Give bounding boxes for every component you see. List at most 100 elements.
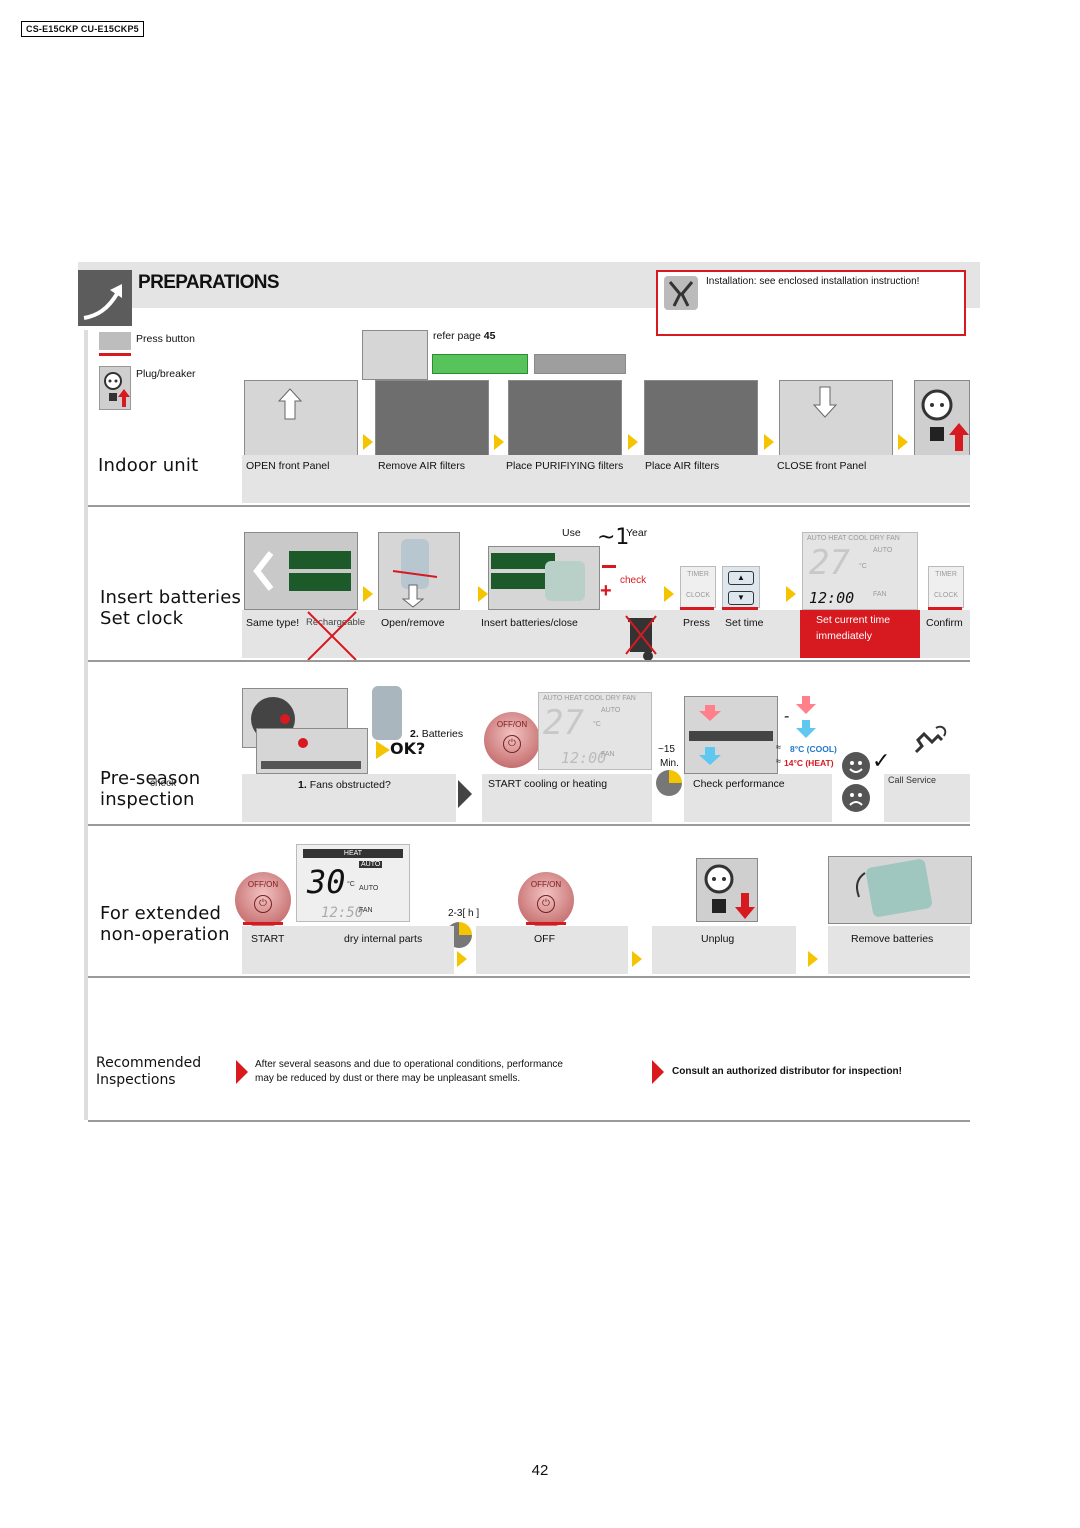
step-place-purifying: Place PURIFIYING filters	[506, 460, 624, 472]
same-type-label: Same type!	[246, 617, 300, 629]
timer-clock-button[interactable]: TIMER CLOCK	[680, 566, 716, 608]
photo-remove-batteries	[828, 856, 972, 924]
heat-arrow-icon	[796, 696, 816, 719]
press-label: Press	[683, 617, 710, 629]
dry-parts-label: dry internal parts	[344, 933, 423, 945]
section-title-clock: Set clock	[100, 608, 184, 629]
plug-breaker-icon	[99, 366, 131, 410]
divider	[88, 824, 970, 826]
step-arrow	[632, 951, 642, 967]
install-note-box	[656, 270, 966, 336]
ok-arrow-icon	[376, 741, 390, 764]
cool-approx: ≈	[776, 742, 781, 752]
step-close-panel: CLOSE front Panel	[777, 460, 867, 472]
set-time-label: Set time	[725, 617, 764, 629]
divider	[88, 505, 970, 507]
step-place-air-filters: Place AIR filters	[645, 460, 720, 472]
time-up-down-buttons[interactable]: ▲ ▼	[722, 566, 760, 608]
polarity-check: check	[620, 575, 647, 586]
photo-airflow	[684, 696, 778, 774]
preparations-arrow-icon	[78, 270, 132, 326]
divider	[88, 1120, 970, 1122]
unplug-label: Unplug	[701, 933, 735, 945]
step-arrow	[494, 434, 504, 450]
filter-photo	[362, 330, 428, 380]
section-title-preseason: Pre-season	[100, 768, 201, 789]
start-label: START	[251, 933, 285, 945]
install-note: Installation: see enclosed installation …	[706, 276, 920, 287]
confirm-label: Confirm	[926, 617, 963, 629]
sad-face-icon	[842, 784, 870, 812]
left-rail	[84, 330, 88, 1120]
cool-temp: 8°C (COOL)	[790, 744, 837, 754]
step-open-panel: OPEN front Panel	[246, 460, 330, 472]
press-button-underline	[99, 353, 131, 356]
step-arrow	[628, 434, 638, 450]
offon-button-off[interactable]: OFF/ON ⏻	[518, 872, 574, 928]
step-arrow	[786, 586, 796, 602]
min-unit: Min.	[660, 758, 679, 769]
page-number: 42	[531, 1462, 549, 1479]
model-tag: CS-E15CKP CU-E15CKP5	[21, 21, 144, 37]
preseason-strip-4	[884, 774, 970, 822]
press-underline	[526, 922, 566, 925]
press-underline	[680, 607, 714, 610]
step-arrow	[363, 586, 373, 602]
plug-in-icon	[914, 380, 970, 456]
extended-strip-4	[828, 926, 970, 974]
step-arrow	[808, 951, 818, 967]
open-remove-label: Open/remove	[381, 617, 445, 629]
hours-label: 2-3[ h ]	[448, 908, 480, 919]
legend-plug-breaker: Plug/breaker	[136, 368, 196, 380]
photo-remote	[372, 686, 402, 740]
purifying-filter-gray	[534, 354, 626, 374]
photo-place-purifying	[508, 380, 622, 456]
heat-approx: ≈	[776, 756, 781, 766]
start-cooling-label: START cooling or heating	[488, 778, 608, 790]
step-arrow	[457, 951, 467, 967]
checkmark-icon: ✓	[872, 748, 891, 773]
call-service-label: Call Service	[888, 775, 937, 785]
step-arrow	[478, 586, 488, 602]
rechargeable-label: Rechargeable	[306, 617, 366, 628]
offon-button-start-ext[interactable]: OFF/ON ⏻	[235, 872, 291, 928]
no-trash-icon	[624, 614, 658, 662]
year-label: Year	[626, 527, 648, 539]
step-arrow-gray	[458, 780, 472, 808]
section-title-extended: For extended	[100, 903, 222, 924]
divider	[88, 976, 970, 978]
legend-press-button: Press button	[136, 333, 195, 345]
offon-button-start[interactable]: OFF/ON ⏻	[484, 712, 540, 768]
indoor-strip	[242, 455, 970, 503]
recommended-title: Recommended Inspections	[96, 1055, 202, 1088]
recommended-arrow-icon	[236, 1060, 248, 1084]
timer-clock-icon	[656, 770, 682, 796]
heat-temp: 14°C (HEAT)	[784, 758, 834, 768]
check-overlay: check	[150, 778, 177, 789]
preseason-strip-2	[482, 774, 652, 822]
set-current-time-notice: Set current time immediately	[800, 610, 920, 658]
extended-strip-2	[476, 926, 628, 974]
no-rechargeable-cross-icon	[306, 610, 358, 662]
photo-close-panel	[779, 380, 893, 456]
min-value: ~15	[658, 744, 675, 755]
recommended-text: After several seasons and due to operati…	[255, 1059, 563, 1084]
insert-close-label: Insert batteries/close	[481, 617, 578, 629]
phone-handset-icon	[906, 722, 950, 767]
use-label: Use	[562, 527, 581, 539]
photo-remote-open	[378, 532, 460, 610]
timer-clock-button-confirm[interactable]: TIMER CLOCK	[928, 566, 964, 608]
off-label: OFF	[534, 933, 555, 945]
step-remove-filters: Remove AIR filters	[378, 460, 465, 472]
remote-lcd-clock: AUTO HEAT COOL DRY FAN 27 °C AUTO 12:00 …	[802, 532, 918, 610]
step-arrow	[764, 434, 774, 450]
remove-batteries-label: Remove batteries	[851, 933, 934, 945]
consult-note: Consult an authorized distributor for in…	[672, 1066, 902, 1077]
step-arrow	[363, 434, 373, 450]
ok-question: OK?	[390, 739, 426, 758]
press-underline	[928, 607, 962, 610]
section-title-batteries: Insert batteries	[100, 587, 242, 608]
purifying-filter-green	[432, 354, 528, 374]
preseason-strip-3	[684, 774, 832, 822]
photo-indoor-unit	[256, 728, 368, 774]
